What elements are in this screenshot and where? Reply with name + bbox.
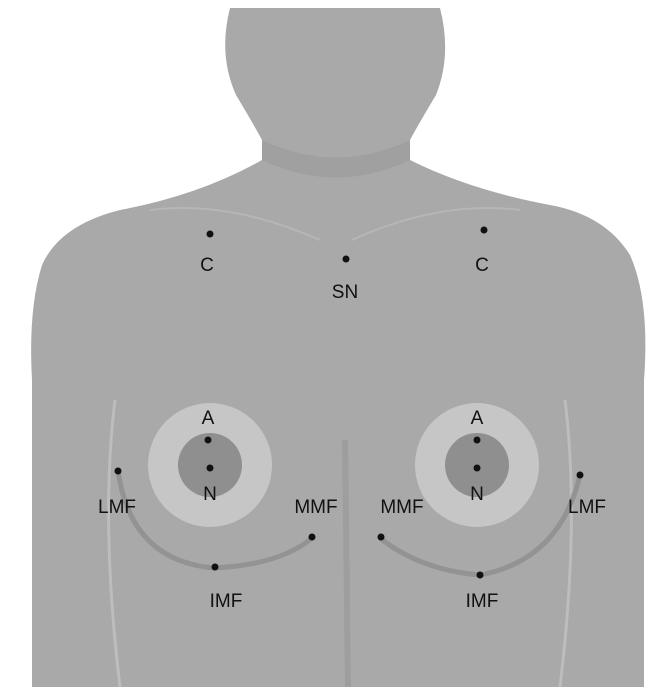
point-mmf-right bbox=[378, 534, 385, 541]
point-lmf-left bbox=[115, 468, 122, 475]
label-mmf-right: MMF bbox=[380, 497, 423, 518]
point-n-left bbox=[207, 465, 214, 472]
label-c-left: C bbox=[200, 255, 214, 276]
point-c-right bbox=[481, 227, 488, 234]
label-n-right: N bbox=[470, 484, 484, 505]
point-sn bbox=[343, 256, 350, 263]
label-lmf-left: LMF bbox=[98, 497, 136, 518]
point-mmf-left bbox=[309, 534, 316, 541]
torso-silhouette bbox=[31, 8, 645, 687]
point-imf-left bbox=[212, 564, 219, 571]
label-imf-right: IMF bbox=[466, 591, 499, 612]
point-imf-right bbox=[477, 572, 484, 579]
point-a-right bbox=[474, 437, 481, 444]
point-a-left bbox=[205, 437, 212, 444]
sternal-shadow bbox=[345, 440, 348, 687]
label-sn: SN bbox=[332, 282, 358, 303]
label-mmf-left: MMF bbox=[294, 497, 337, 518]
point-n-right bbox=[474, 465, 481, 472]
label-a-left: A bbox=[202, 408, 215, 429]
label-n-left: N bbox=[203, 484, 217, 505]
point-lmf-right bbox=[577, 472, 584, 479]
point-c-left bbox=[207, 231, 214, 238]
label-imf-left: IMF bbox=[210, 591, 243, 612]
label-lmf-right: LMF bbox=[568, 497, 606, 518]
label-a-right: A bbox=[471, 408, 484, 429]
label-c-right: C bbox=[475, 255, 489, 276]
